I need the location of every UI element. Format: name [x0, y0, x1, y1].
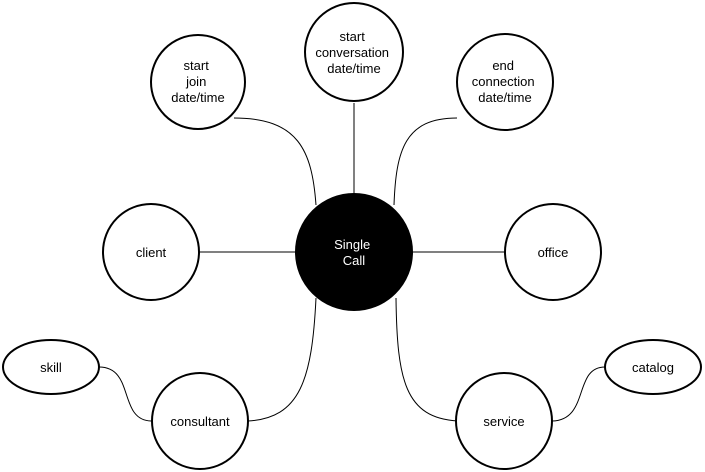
node-circle	[102, 203, 200, 301]
node-skill: skill	[2, 339, 100, 395]
node-service: service	[455, 372, 553, 470]
node-label-line: conversation	[315, 45, 389, 60]
node-label: service	[483, 414, 524, 429]
node-office: office	[504, 203, 602, 301]
node-label: skill	[40, 360, 62, 375]
node-circle	[455, 372, 553, 470]
node-label-line: connection	[472, 74, 535, 89]
node-label: start conversation date/time	[315, 29, 392, 76]
node-label-line: join	[185, 74, 206, 89]
edge-center-start-join	[233, 117, 317, 206]
node-label-line: start	[184, 58, 210, 73]
node-label: consultant	[170, 414, 230, 429]
node-label-line: catalog	[632, 360, 674, 375]
node-circle	[151, 372, 249, 470]
center-circle	[295, 193, 413, 311]
node-start-join: start join date/time	[150, 34, 246, 130]
node-label-line: start	[340, 29, 366, 44]
node-label-line: date/time	[478, 90, 531, 105]
node-label-line: consultant	[170, 414, 230, 429]
edge-catalog-service	[551, 366, 606, 422]
center-node: Single Call	[295, 193, 413, 311]
edges	[98, 103, 606, 422]
center-label-line: Single	[334, 237, 370, 252]
node-circle	[150, 34, 246, 130]
node-label: start join date/time	[171, 58, 224, 105]
node-label-line: office	[538, 245, 569, 260]
edge-skill-consultant	[98, 366, 152, 422]
node-label-line: service	[483, 414, 524, 429]
node-circle	[304, 2, 404, 102]
node-ellipse	[2, 339, 100, 395]
center-label: Single Call	[334, 237, 374, 268]
node-label: client	[136, 245, 167, 260]
node-start-conversation: start conversation date/time	[304, 2, 404, 102]
node-end-connection: end connection date/time	[456, 33, 554, 131]
node-circle	[456, 33, 554, 131]
node-label: office	[538, 245, 569, 260]
node-label-line: end	[492, 58, 514, 73]
node-label-line: client	[136, 245, 167, 260]
node-label-line: skill	[40, 360, 62, 375]
node-consultant: consultant	[151, 372, 249, 470]
node-label: end connection date/time	[472, 58, 539, 105]
node-label-line: date/time	[327, 61, 380, 76]
node-catalog: catalog	[604, 339, 702, 395]
node-label: catalog	[632, 360, 674, 375]
node-ellipse	[604, 339, 702, 395]
node-client: client	[102, 203, 200, 301]
edge-center-service	[395, 297, 459, 422]
center-label-line: Call	[343, 253, 366, 268]
edge-center-consultant	[247, 297, 317, 422]
edge-center-end-connection	[393, 117, 458, 206]
node-label-line: date/time	[171, 90, 224, 105]
node-circle	[504, 203, 602, 301]
